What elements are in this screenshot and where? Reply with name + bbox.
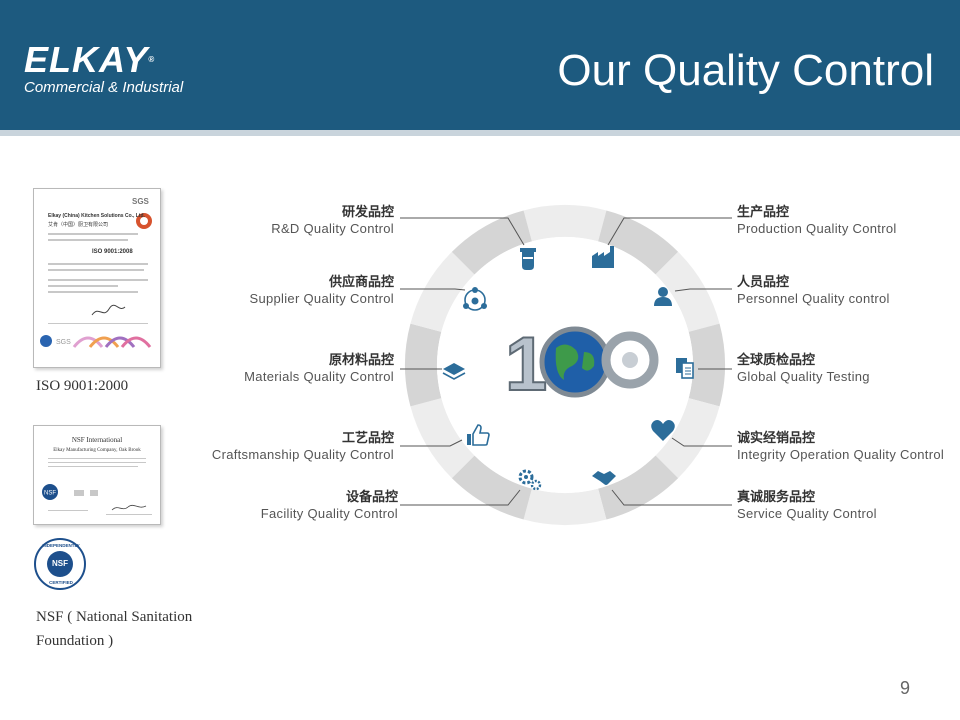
label-production-quality: 生产品控 Production Quality Control — [737, 205, 897, 237]
label-zh: 原材料品控 — [244, 353, 394, 369]
label-en: R&D Quality Control — [271, 221, 394, 237]
label-zh: 工艺品控 — [212, 431, 394, 447]
label-zh: 诚实经销品控 — [737, 431, 944, 447]
ring-segment — [689, 324, 725, 407]
label-global-testing: 全球质检品控 Global Quality Testing — [737, 353, 870, 385]
label-rd-quality: 研发品控 R&D Quality Control — [271, 205, 394, 237]
ring-segment — [524, 205, 607, 241]
label-zh: 供应商品控 — [250, 275, 395, 291]
page-number: 9 — [900, 678, 910, 699]
label-supplier-quality: 供应商品控 Supplier Quality Control — [250, 275, 395, 307]
label-en: Production Quality Control — [737, 221, 897, 237]
label-en: Service Quality Control — [737, 506, 877, 522]
label-zh: 生产品控 — [737, 205, 897, 221]
label-zh: 人员品控 — [737, 275, 890, 291]
label-zh: 真诚服务品控 — [737, 490, 877, 506]
label-en: Facility Quality Control — [261, 506, 398, 522]
label-zh: 研发品控 — [271, 205, 394, 221]
label-en: Integrity Operation Quality Control — [737, 447, 944, 463]
label-service-quality: 真诚服务品控 Service Quality Control — [737, 490, 877, 522]
label-personnel-quality: 人员品控 Personnel Quality control — [737, 275, 890, 307]
label-craftsmanship-quality: 工艺品控 Craftsmanship Quality Control — [212, 431, 394, 463]
center-zero-hub — [622, 352, 638, 368]
label-en: Global Quality Testing — [737, 369, 870, 385]
label-facility-quality: 设备品控 Facility Quality Control — [261, 490, 398, 522]
label-materials-quality: 原材料品控 Materials Quality Control — [244, 353, 394, 385]
label-zh: 设备品控 — [261, 490, 398, 506]
label-en: Personnel Quality control — [737, 291, 890, 307]
label-zh: 全球质检品控 — [737, 353, 870, 369]
label-en: Supplier Quality Control — [250, 291, 395, 307]
label-en: Craftsmanship Quality Control — [212, 447, 394, 463]
ring-segment — [405, 324, 441, 407]
label-en: Materials Quality Control — [244, 369, 394, 385]
flask-icon — [520, 248, 536, 270]
ring-segment — [524, 489, 607, 525]
label-integrity-operation: 诚实经销品控 Integrity Operation Quality Contr… — [737, 431, 944, 463]
